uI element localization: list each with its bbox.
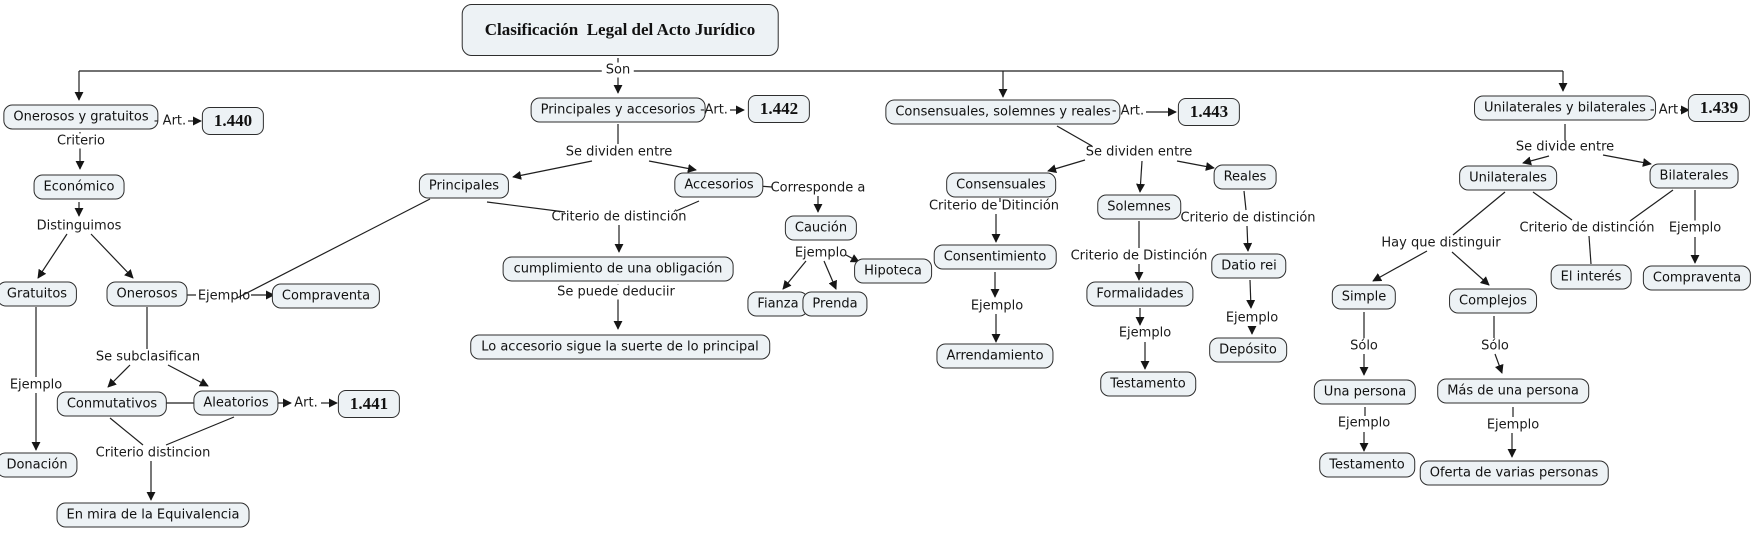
node-articulo-1443[interactable]: 1.443	[1177, 98, 1241, 126]
node-principales[interactable]: Principales	[418, 173, 510, 199]
label-criterio-distincion-solemnes: Criterio de Distinción	[1070, 248, 1208, 264]
label-ejemplo-solemnes: Ejemplo	[1118, 325, 1172, 341]
node-hipoteca[interactable]: Hipoteca	[854, 258, 932, 284]
label-ejemplo-consensuales: Ejemplo	[970, 298, 1024, 314]
label-son: Son	[601, 62, 635, 78]
node-lo-accesorio-sigue[interactable]: Lo accesorio sigue la suerte de lo princ…	[470, 334, 770, 360]
node-simple[interactable]: Simple	[1331, 284, 1397, 310]
node-cumplimiento-obligacion[interactable]: cumplimiento de una obligación	[502, 256, 734, 282]
label-art-1439: - Art	[1649, 102, 1679, 118]
node-articulo-1440[interactable]: 1.440	[201, 107, 265, 135]
node-solemnes[interactable]: Solemnes	[1097, 194, 1181, 220]
node-el-interes[interactable]: El interés	[1550, 264, 1632, 290]
node-formalidades[interactable]: Formalidades	[1086, 281, 1194, 307]
node-consensuales-solemnes-reales[interactable]: Consensuales, solemnes y reales	[885, 99, 1121, 125]
node-en-mira-de-la-equivalencia[interactable]: En mira de la Equivalencia	[56, 502, 250, 528]
node-testamento-unilaterales[interactable]: Testamento	[1319, 452, 1415, 478]
node-una-persona[interactable]: Una persona	[1313, 379, 1417, 405]
label-se-dividen-entre-b3: Se dividen entre	[1085, 144, 1193, 160]
node-consentimiento[interactable]: Consentimiento	[933, 244, 1057, 270]
node-principales-y-accesorios[interactable]: Principales y accesorios	[530, 97, 706, 123]
label-art-1441: Art.	[294, 395, 318, 411]
label-solo-simple: Sólo	[1350, 338, 1378, 354]
label-art-1442: -Art.	[700, 102, 728, 118]
label-se-puede-deducir: Se puede deduciir	[553, 284, 679, 300]
node-title[interactable]: Clasificación Legal del Acto Jurídico	[461, 4, 779, 56]
label-se-divide-entre: Se divide entre	[1515, 139, 1615, 155]
node-gratuitos[interactable]: Gratuitos	[0, 281, 78, 307]
node-compraventa-bilaterales[interactable]: Compraventa	[1642, 265, 1752, 291]
node-consensuales[interactable]: Consensuales	[946, 172, 1056, 198]
label-ejemplo-caucion: Ejemplo	[794, 245, 848, 261]
label-criterio: Criterio	[52, 133, 110, 149]
node-datio-rei[interactable]: Datio rei	[1211, 253, 1287, 279]
node-articulo-1442[interactable]: 1.442	[747, 95, 811, 123]
label-art-1443: - Art.	[1111, 103, 1145, 119]
label-art-1440: - Art.	[153, 113, 187, 129]
label-ejemplo-gratuitos: Ejemplo	[5, 377, 67, 393]
label-criterio-de-distincion-b2: Criterio de distinción	[551, 209, 687, 225]
node-prenda[interactable]: Prenda	[802, 291, 868, 317]
node-accesorios[interactable]: Accesorios	[674, 172, 764, 198]
node-economico[interactable]: Económico	[33, 174, 125, 200]
label-ejemplo-una-persona: Ejemplo	[1337, 415, 1391, 431]
node-conmutativos[interactable]: Conmutativos	[56, 391, 168, 417]
node-deposito[interactable]: Depósito	[1209, 337, 1287, 363]
label-se-dividen-entre-b2: Se dividen entre	[565, 144, 673, 160]
node-bilaterales[interactable]: Bilaterales	[1649, 163, 1739, 189]
node-onerosos[interactable]: Onerosos	[106, 281, 188, 307]
node-reales[interactable]: Reales	[1213, 164, 1277, 190]
node-mas-de-una-persona[interactable]: Más de una persona	[1437, 378, 1589, 404]
node-articulo-1439[interactable]: 1.439	[1687, 94, 1751, 122]
label-ejemplo-reales: Ejemplo	[1225, 310, 1279, 326]
node-complejos[interactable]: Complejos	[1449, 288, 1537, 314]
node-aleatorios[interactable]: Aleatorios	[193, 390, 279, 416]
node-testamento-solemnes[interactable]: Testamento	[1100, 371, 1196, 397]
node-arrendamiento[interactable]: Arrendamiento	[936, 343, 1054, 369]
node-donacion[interactable]: Donación	[0, 452, 78, 478]
node-articulo-1441[interactable]: 1.441	[337, 390, 401, 418]
label-criterio-ditincion-consensuales: Criterio de Ditinción	[928, 198, 1060, 214]
node-compraventa-onerosos[interactable]: Compraventa	[271, 283, 381, 309]
label-ejemplo-mas-personas: Ejemplo	[1486, 417, 1540, 433]
label-ejemplo-bilaterales: Ejemplo	[1664, 220, 1726, 236]
node-onerosos-y-gratuitos[interactable]: Onerosos y gratuitos	[3, 104, 159, 130]
node-unilaterales[interactable]: Unilaterales	[1459, 165, 1557, 191]
node-oferta-varias-personas[interactable]: Oferta de varias personas	[1419, 460, 1609, 486]
label-distinguimos: Distinguimos	[36, 218, 122, 234]
node-fianza[interactable]: Fianza	[747, 291, 809, 317]
label-solo-complejos: Sólo	[1481, 338, 1509, 354]
label-corresponde-a: Corresponde a	[770, 180, 866, 196]
node-caucion[interactable]: Caución	[784, 215, 858, 241]
label-ejemplo-onerosos: Ejemplo	[197, 288, 251, 304]
node-unilaterales-y-bilaterales[interactable]: Unilaterales y bilaterales	[1474, 95, 1656, 121]
label-criterio-distincion-reales: Criterio de distinción	[1180, 210, 1316, 226]
label-criterio-distincion-b4: Criterio de distinción	[1519, 220, 1655, 236]
label-criterio-distincion: Criterio distincion	[95, 445, 211, 461]
label-hay-que-distinguir: Hay que distinguir	[1381, 235, 1501, 251]
label-se-subclasifican: Se subclasifican	[95, 349, 201, 365]
